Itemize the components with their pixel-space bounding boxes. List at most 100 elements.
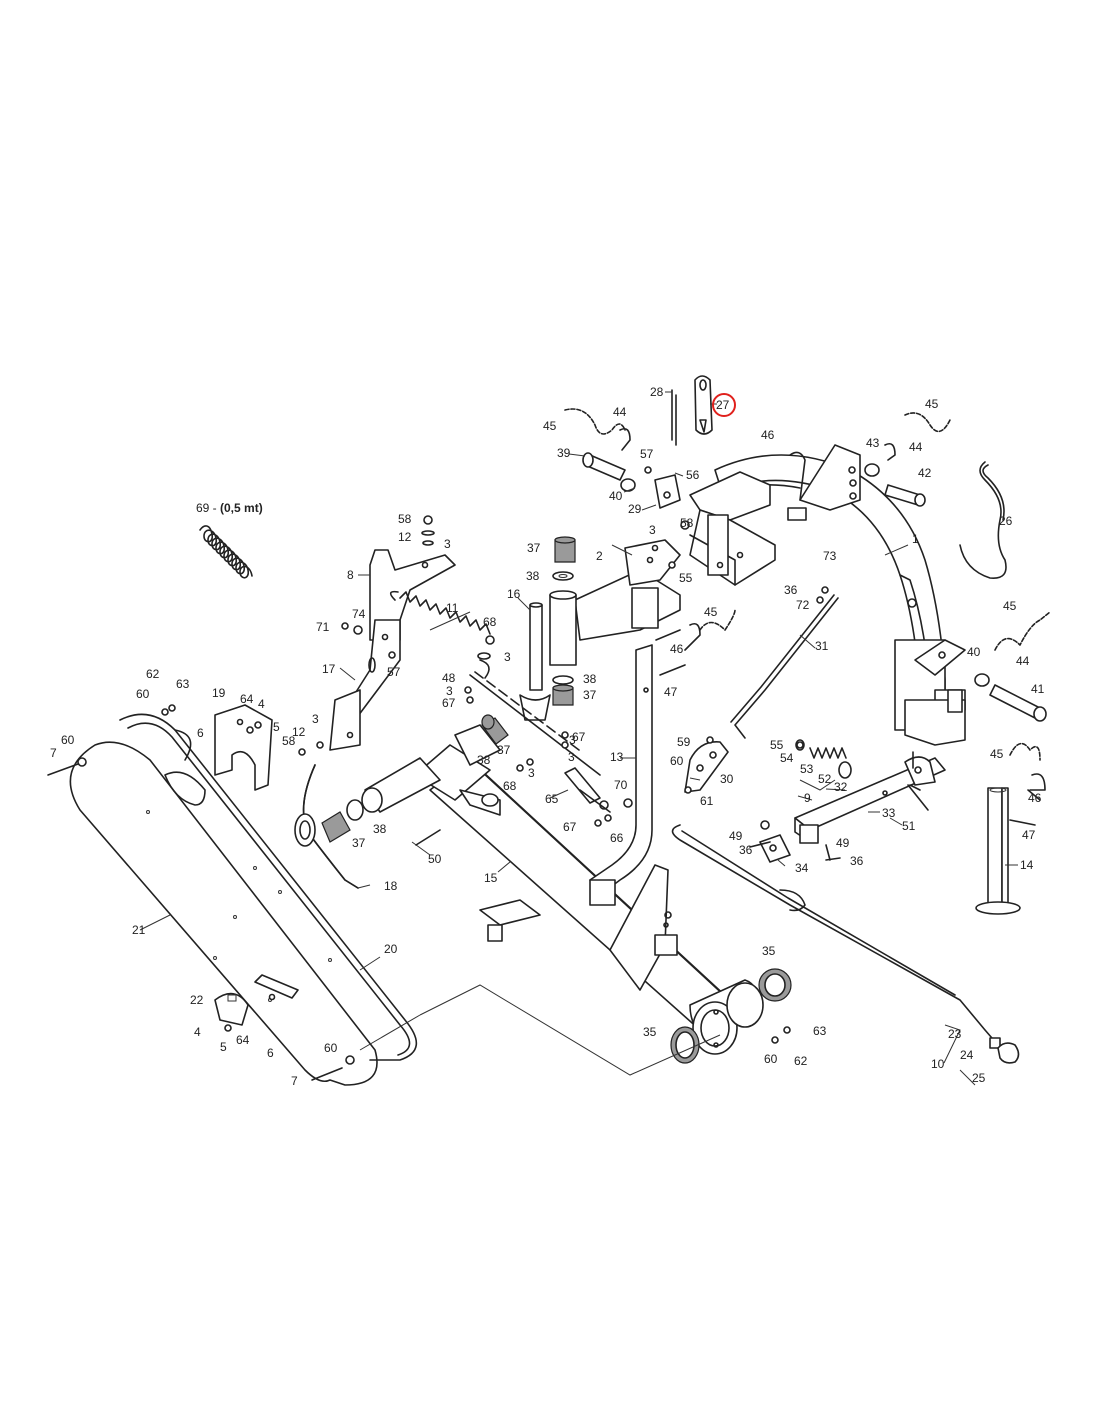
callout-7: 7 (291, 1074, 298, 1088)
callout-58: 58 (398, 512, 412, 526)
callout-34: 34 (795, 861, 809, 875)
callout-74: 74 (352, 607, 366, 621)
lower-bushings (321, 714, 509, 843)
callout-14: 14 (1020, 858, 1034, 872)
callout-68: 68 (483, 615, 497, 629)
callout-37: 37 (497, 743, 511, 757)
turnbuckle (564, 767, 611, 813)
callout-41: 41 (1031, 682, 1045, 696)
cover-plate (214, 704, 273, 791)
callout-55: 55 (679, 571, 693, 585)
callout-43: 43 (866, 436, 880, 450)
leader-lines (139, 391, 1018, 1086)
callout-22: 22 (190, 993, 204, 1007)
callout-29: 29 (628, 502, 642, 516)
callout-35: 35 (643, 1025, 657, 1039)
callout-5: 5 (273, 720, 280, 734)
callout-50: 50 (428, 852, 442, 866)
callout-5: 5 (220, 1040, 227, 1054)
callout-3: 3 (568, 750, 575, 764)
callout-60: 60 (61, 733, 75, 747)
callout-68: 68 (503, 779, 517, 793)
callout-4: 4 (258, 697, 265, 711)
callout-47: 47 (1022, 828, 1036, 842)
callout-1: 1 (912, 532, 919, 546)
callout-60: 60 (670, 754, 684, 768)
callout-36: 36 (739, 843, 753, 857)
callout-58: 58 (282, 734, 296, 748)
callout-3: 3 (444, 537, 451, 551)
jack-stand (975, 787, 1021, 915)
callout-58: 58 (680, 516, 694, 530)
long-rod (671, 824, 1020, 1064)
callout-23: 23 (948, 1027, 962, 1041)
callout-47: 47 (664, 685, 678, 699)
main-beam (414, 744, 741, 1031)
callout-37: 37 (583, 688, 597, 702)
callout-70: 70 (614, 778, 628, 792)
callout-57: 57 (640, 447, 654, 461)
safety-chains (564, 408, 1051, 761)
callout-36: 36 (850, 854, 864, 868)
callout-61: 61 (700, 794, 714, 808)
callout-40: 40 (967, 645, 981, 659)
callout-66: 66 (610, 831, 624, 845)
s-hook (959, 461, 1007, 579)
callout-67: 67 (563, 820, 577, 834)
callout-7: 7 (50, 746, 57, 760)
callout-54: 54 (780, 751, 794, 765)
pivot-pin (519, 602, 551, 721)
callout-28: 28 (650, 385, 664, 399)
callout-46: 46 (761, 428, 775, 442)
callout-56: 56 (686, 468, 700, 482)
callout-44: 44 (909, 440, 923, 454)
callout-45: 45 (704, 605, 718, 619)
hydraulic-hose (294, 764, 359, 889)
hitch-bracket (689, 471, 776, 586)
callout-62: 62 (794, 1054, 808, 1068)
callout-45: 45 (1003, 599, 1017, 613)
callout-4: 4 (194, 1025, 201, 1039)
callout-57: 57 (387, 665, 401, 679)
callout-44: 44 (1016, 654, 1030, 668)
callout-38: 38 (373, 822, 387, 836)
callout-3: 3 (528, 766, 535, 780)
linch-pins (619, 427, 1046, 791)
callout-69: 69 - (0,5 mt) (196, 501, 263, 515)
callout-64: 64 (240, 692, 254, 706)
vertical-tube (589, 644, 653, 906)
spiral-spring (199, 525, 253, 579)
callout-3: 3 (649, 523, 656, 537)
callout-72: 72 (796, 598, 810, 612)
tension-spring (389, 590, 491, 679)
callout-38: 38 (526, 569, 540, 583)
callout-21: 21 (132, 923, 146, 937)
bushing-stack (549, 536, 577, 706)
callout-2: 2 (596, 549, 603, 563)
callout-6: 6 (197, 726, 204, 740)
callout-38: 38 (477, 753, 491, 767)
callout-40: 40 (609, 489, 623, 503)
callout-15: 15 (484, 871, 498, 885)
callout-24: 24 (960, 1048, 974, 1062)
belt-guard-cover (69, 713, 418, 1086)
callout-17: 17 (322, 662, 336, 676)
callout-71: 71 (316, 620, 330, 634)
callout-42: 42 (918, 466, 932, 480)
callout-45: 45 (990, 747, 1004, 761)
callout-46: 46 (1028, 791, 1042, 805)
callout-33: 33 (882, 806, 896, 820)
callout-37: 37 (527, 541, 541, 555)
callout-6: 6 (267, 1046, 274, 1060)
arm-bracket (574, 539, 681, 641)
callout-63: 63 (176, 677, 190, 691)
callout-3: 3 (569, 733, 576, 747)
callout-labels: 1 2 3 3 3 3 3 3 3 3 4 4 5 5 6 6 7 7 8 9 … (50, 385, 1045, 1088)
callout-3: 3 (312, 712, 319, 726)
callout-52: 52 (818, 772, 832, 786)
callout-12: 12 (292, 725, 306, 739)
callout-60: 60 (764, 1052, 778, 1066)
callout-45: 45 (925, 397, 939, 411)
callout-60: 60 (136, 687, 150, 701)
